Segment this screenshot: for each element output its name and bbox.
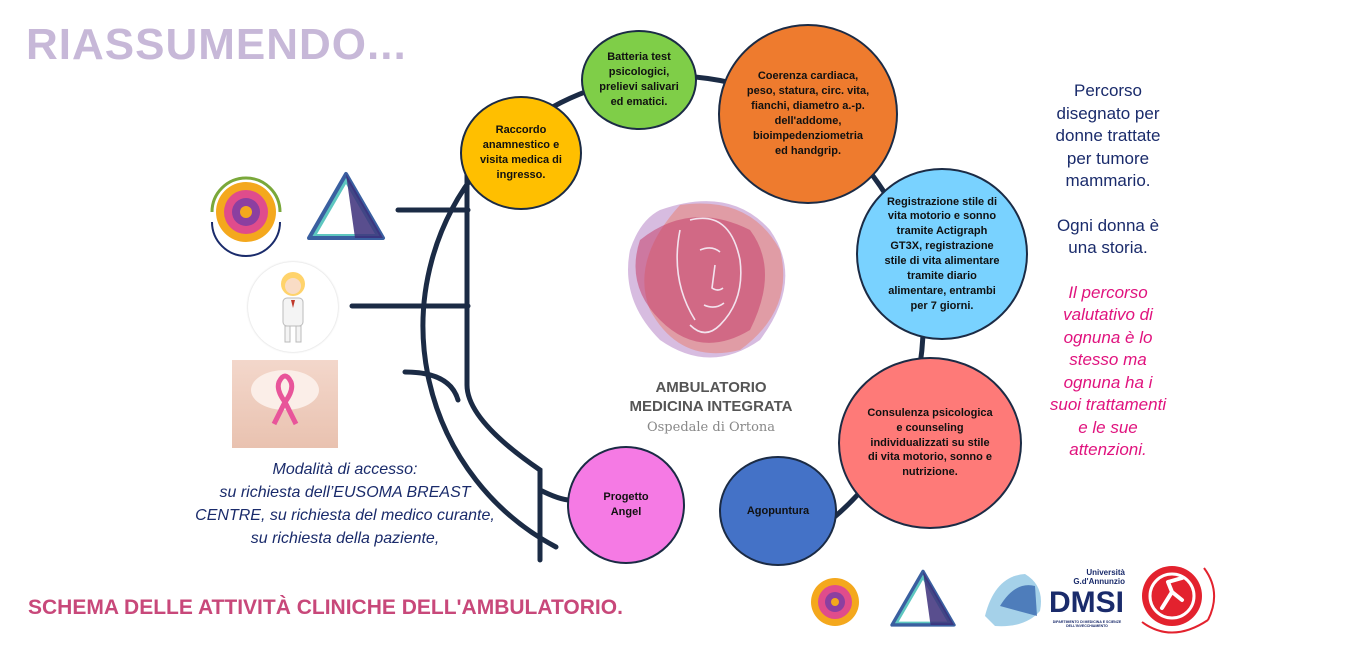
ambulatorio-logo-icon bbox=[628, 201, 786, 358]
asl2-logo-icon bbox=[210, 176, 282, 257]
step-visita-ingresso: Raccordo anamnestico e visita medica di … bbox=[460, 96, 582, 210]
bracket-bottom bbox=[402, 369, 461, 403]
univ-line-2: G.d'Annunzio bbox=[1073, 577, 1125, 586]
right-description: Percorso disegnato per donne trattate pe… bbox=[1048, 80, 1168, 462]
step-progetto-angel: Progetto Angel bbox=[567, 446, 685, 564]
step-registrazione-stile-vita: Registrazione stile di vita motorio e so… bbox=[856, 168, 1028, 340]
access-modality: Modalità di accesso: su richiesta dell’E… bbox=[180, 458, 510, 550]
breast-centres-small-icon bbox=[890, 569, 956, 627]
page-title: RIASSUMENDO... bbox=[26, 20, 407, 69]
center-line-1: AMBULATORIO bbox=[655, 379, 767, 396]
asl2-logo-small-icon bbox=[811, 578, 859, 626]
pink-ribbon-photo bbox=[232, 360, 338, 448]
step-test-psicologici: Batteria test psicologici, prelievi sali… bbox=[581, 30, 697, 130]
univ-line-1: Università bbox=[1086, 568, 1125, 577]
dmsi-caption: DIPARTIMENTO DI MEDICINA E SCIENZE DELL'… bbox=[1052, 620, 1122, 628]
dmsi-logo: Università G.d'Annunzio DMSI DIPARTIMENT… bbox=[975, 566, 1125, 634]
pink-ribbon-icon bbox=[251, 370, 319, 426]
left-spine bbox=[464, 157, 543, 563]
bottom-connector bbox=[537, 482, 573, 503]
access-line-1: Modalità di accesso: bbox=[272, 461, 418, 478]
center-line-3: Ospedale di Ortona bbox=[646, 420, 776, 435]
access-line-3: CENTRE, su richiesta del medico curante, bbox=[195, 507, 495, 524]
step-consulenza: Consulenza psicologica e counseling indi… bbox=[838, 357, 1022, 529]
nurse-avatar bbox=[248, 262, 338, 352]
step-agopuntura: Agopuntura bbox=[719, 456, 837, 566]
dmsi-text: DMSI bbox=[1049, 586, 1124, 619]
dmsi-emblem-icon bbox=[985, 574, 1041, 627]
description-para-1: Percorso disegnato per donne trattate pe… bbox=[1055, 81, 1161, 190]
nurse-icon bbox=[281, 272, 305, 343]
breast-centres-certification-icon bbox=[307, 172, 385, 240]
description-para-2: Ogni donna è una storia. bbox=[1056, 215, 1160, 258]
description-para-3: Il percorso valutativo di ognuna è lo st… bbox=[1049, 282, 1167, 460]
allenarsi-logo-icon bbox=[1141, 566, 1215, 634]
step-coerenza-cardiaca: Coerenza cardiaca, peso, statura, circ. … bbox=[718, 24, 898, 204]
center-label: AMBULATORIO MEDICINA INTEGRATA Ospedale … bbox=[606, 378, 816, 435]
access-line-4: su richiesta della paziente, bbox=[250, 530, 440, 547]
activity-schema-caption: SCHEMA DELLE ATTIVITÀ CLINICHE DELL'AMBU… bbox=[28, 596, 623, 619]
access-line-2: su richiesta dell’EUSOMA BREAST bbox=[219, 484, 471, 501]
center-line-2: MEDICINA INTEGRATA bbox=[629, 398, 793, 415]
